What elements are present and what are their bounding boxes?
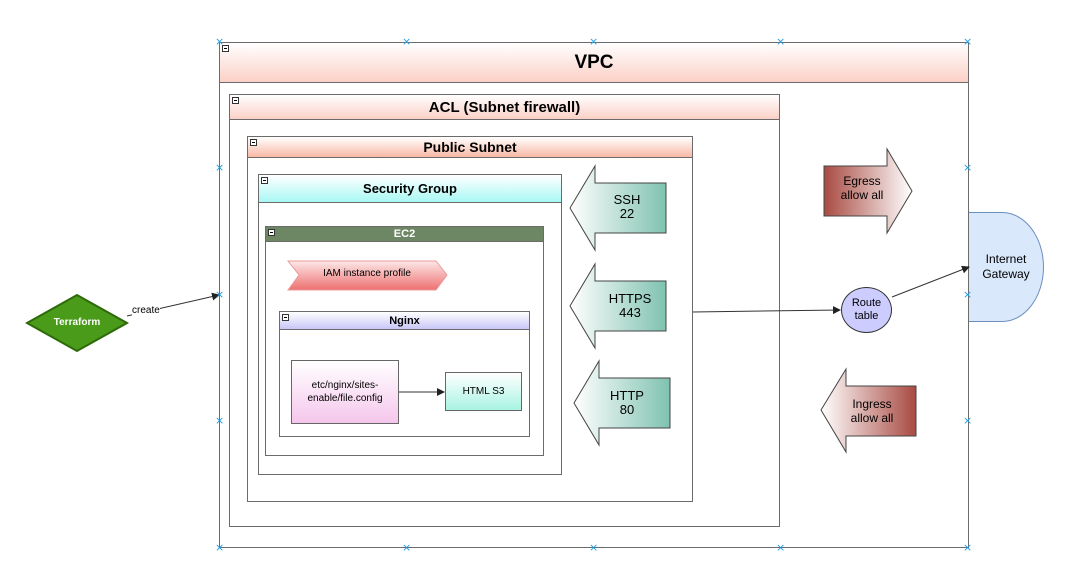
selection-marker-icon: ×	[776, 541, 786, 554]
egress-label: Egress allow all	[829, 174, 895, 202]
terraform-label: Terraform	[53, 317, 101, 328]
nginx-title: Nginx	[389, 314, 420, 327]
ssh-arrow	[569, 164, 667, 252]
https-label: HTTPS 443	[597, 292, 663, 320]
ec2-collapse-icon[interactable]	[268, 229, 275, 236]
ingress-label: Ingress allow all	[839, 397, 905, 425]
ssh-line1: SSH	[613, 192, 641, 207]
security-group-collapse-icon[interactable]	[261, 177, 268, 184]
selection-marker-icon: ×	[215, 541, 225, 554]
acl-collapse-icon[interactable]	[232, 97, 239, 104]
vpc-container[interactable]: VPC	[219, 42, 969, 548]
subnet-container[interactable]: Public Subnet	[247, 136, 693, 502]
iam-profile-label: IAM instance profile	[323, 268, 411, 279]
nginx-config-node[interactable]: etc/nginx/sites- enable/file.config	[291, 360, 399, 424]
ingress-line1: Ingress	[852, 397, 892, 411]
nginx-config-line2: enable/file.config	[307, 393, 383, 404]
selection-marker-icon: ×	[776, 35, 786, 48]
nginx-container[interactable]: Nginx	[279, 311, 530, 437]
route-table-line2: table	[854, 310, 879, 322]
selection-marker-icon: ×	[402, 35, 412, 48]
internet-gateway-node[interactable]: Internet Gateway	[969, 212, 1044, 322]
ingress-arrow	[820, 367, 917, 454]
route-table-node[interactable]: Route table	[841, 287, 892, 333]
ssh-label: SSH 22	[597, 193, 657, 221]
http-arrow	[573, 359, 671, 447]
subnet-title: Public Subnet	[423, 139, 517, 155]
create-edge-label: create	[132, 305, 160, 316]
ingress-line2: allow all	[850, 411, 894, 425]
vpc-title: VPC	[574, 51, 614, 73]
gateway-line1: Internet	[985, 252, 1027, 266]
selection-marker-icon: ×	[402, 541, 412, 554]
ec2-title: EC2	[393, 228, 416, 240]
selection-marker-icon: ×	[215, 414, 225, 427]
security-group-header: Security Group	[259, 175, 561, 203]
https-to-route-edge	[692, 306, 841, 315]
egress-line1: Egress	[843, 174, 881, 188]
security-group-container[interactable]: Security Group	[258, 174, 562, 475]
ec2-container[interactable]: EC2	[265, 226, 544, 456]
selection-marker-icon: ×	[963, 35, 973, 48]
selection-marker-icon: ×	[215, 288, 225, 301]
ssh-line2: 22	[619, 206, 635, 221]
html-s3-label: HTML S3	[462, 386, 505, 397]
selection-marker-icon: ×	[215, 35, 225, 48]
selection-marker-icon: ×	[963, 414, 973, 427]
selection-marker-icon: ×	[589, 541, 599, 554]
https-arrow	[569, 262, 667, 350]
acl-title: ACL (Subnet firewall)	[428, 98, 581, 116]
selection-marker-icon: ×	[963, 288, 973, 301]
selection-marker-icon: ×	[963, 161, 973, 174]
subnet-collapse-icon[interactable]	[250, 139, 257, 146]
terraform-diamond	[24, 293, 130, 353]
http-line1: HTTP	[610, 388, 644, 403]
route-table-line1: Route	[851, 297, 882, 309]
security-group-title: Security Group	[363, 181, 457, 196]
ec2-header: EC2	[266, 227, 543, 242]
gateway-line2: Gateway	[982, 267, 1030, 281]
nginx-collapse-icon[interactable]	[282, 314, 289, 321]
subnet-header: Public Subnet	[248, 137, 692, 158]
selection-marker-icon: ×	[589, 35, 599, 48]
selection-marker-icon: ×	[215, 161, 225, 174]
egress-line2: allow all	[840, 188, 884, 202]
egress-arrow	[823, 147, 913, 235]
iam-profile-shape	[286, 260, 448, 291]
https-line1: HTTPS	[608, 291, 652, 306]
nginx-config-line1: etc/nginx/sites-	[311, 380, 379, 391]
nginx-header: Nginx	[280, 312, 529, 330]
vpc-header: VPC	[220, 43, 968, 83]
acl-container[interactable]: ACL (Subnet firewall)	[229, 94, 780, 527]
route-to-gateway-edge	[891, 265, 970, 298]
https-line2: 443	[619, 305, 641, 320]
selection-marker-icon: ×	[963, 541, 973, 554]
http-line2: 80	[619, 402, 635, 417]
http-label: HTTP 80	[597, 389, 657, 417]
vpc-collapse-icon[interactable]	[222, 45, 229, 52]
acl-header: ACL (Subnet firewall)	[230, 95, 779, 120]
html-s3-node[interactable]: HTML S3	[445, 372, 522, 411]
